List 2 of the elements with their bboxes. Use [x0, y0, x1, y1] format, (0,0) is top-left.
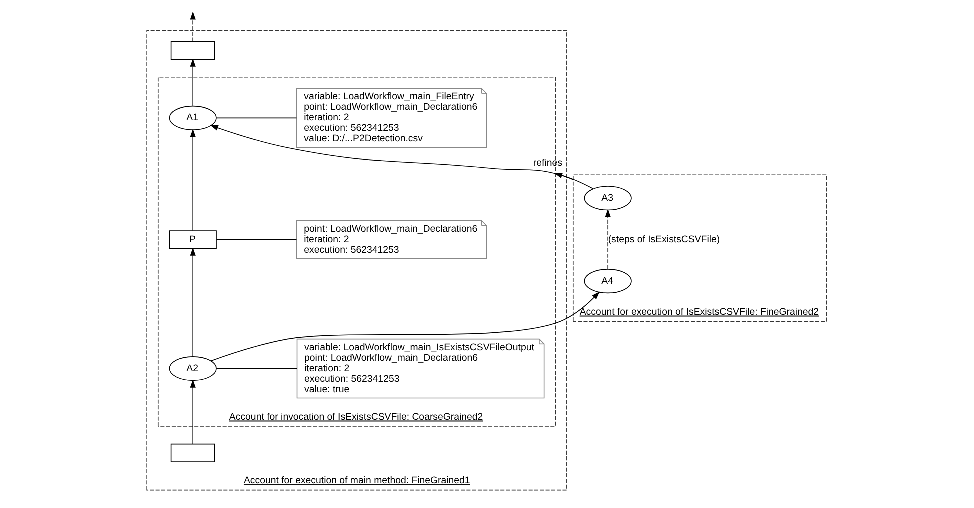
edge-label: refines — [533, 157, 562, 168]
edge-label: (steps of IsExistsCSVFile) — [608, 234, 720, 245]
